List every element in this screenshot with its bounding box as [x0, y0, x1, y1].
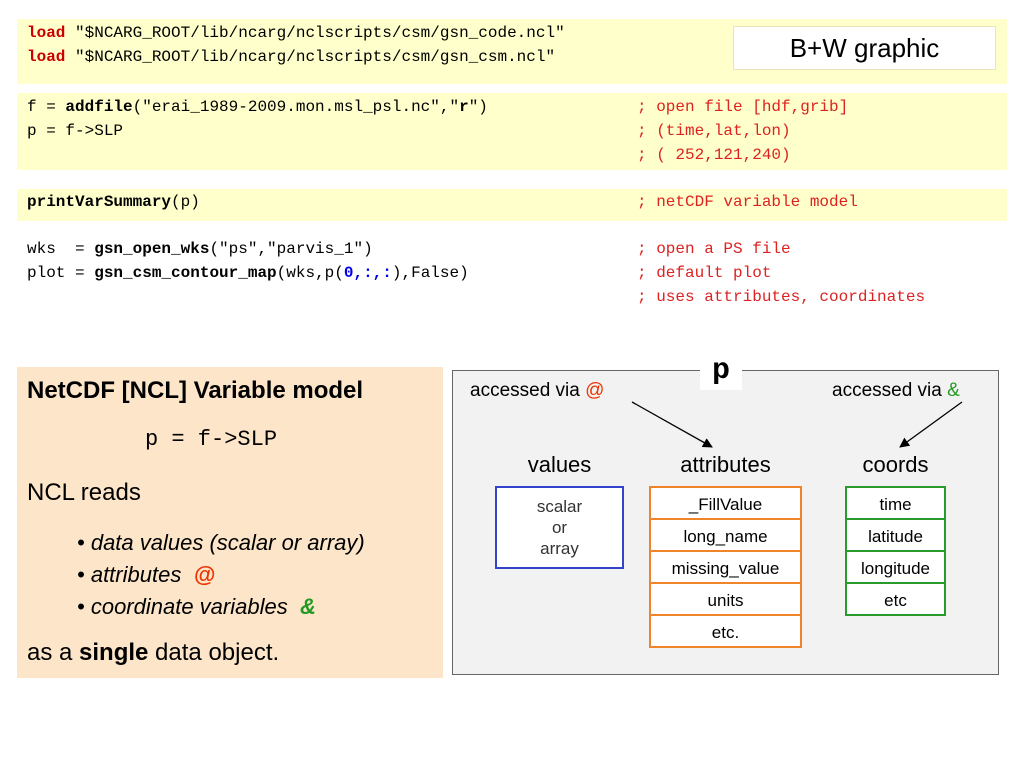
- code-line-addfile: f = addfile("erai_1989-2009.mon.msl_psl.…: [27, 95, 997, 119]
- code-line-plot: plot = gsn_csm_contour_map(wks,p(0,:,:),…: [27, 261, 1007, 285]
- code-comment: ; default plot: [637, 264, 772, 282]
- code-line-slp: p = f->SLP ; (time,lat,lon): [27, 119, 997, 143]
- attribute-cell: units: [649, 582, 802, 616]
- attributes-heading: attributes: [680, 452, 771, 477]
- code-block-summary: printVarSummary(p) ; netCDF variable mode…: [17, 189, 1007, 221]
- code-text: (p): [171, 193, 200, 211]
- values-heading: values: [527, 452, 592, 477]
- closing-text: as a: [27, 639, 80, 666]
- coord-cell: latitude: [845, 518, 946, 552]
- load-path: "$NCARG_ROOT/lib/ncarg/nclscripts/csm/gs…: [65, 48, 556, 66]
- accessed-text: accessed via: [470, 380, 586, 401]
- code-line-summary: printVarSummary(p) ; netCDF variable mode…: [27, 190, 997, 214]
- arrow-at-to-attributes: [631, 401, 713, 448]
- code-text: ("ps","parvis_1"): [209, 240, 373, 258]
- load-path: "$NCARG_ROOT/lib/ncarg/nclscripts/csm/gs…: [65, 24, 565, 42]
- load-keyword: load: [27, 24, 66, 42]
- arrow-amp-to-coords: [899, 401, 963, 448]
- code-line-note: ; uses attributes, coordinates: [27, 285, 1007, 309]
- code-comment: ; netCDF variable model: [637, 193, 858, 211]
- amp-symbol: &: [299, 594, 316, 619]
- attribute-cell: etc.: [649, 614, 802, 648]
- code-comment: ; uses attributes, coordinates: [637, 288, 926, 306]
- attribute-cell: _FillValue: [649, 486, 802, 520]
- code-line-load-1: load "$NCARG_ROOT/lib/ncarg/nclscripts/c…: [27, 21, 997, 45]
- code-line-load-2: load "$NCARG_ROOT/lib/ncarg/nclscripts/c…: [27, 45, 997, 69]
- values-text: array: [540, 539, 579, 558]
- attribute-cell: long_name: [649, 518, 802, 552]
- bullet-text: data values (scalar or array): [90, 530, 365, 555]
- bullet-text: attributes: [90, 562, 182, 587]
- values-box: scalar or array: [495, 486, 624, 569]
- accessed-via-amp-label: accessed via &: [832, 380, 960, 402]
- coord-cell: etc: [845, 582, 946, 616]
- code-block-addfile: f = addfile("erai_1989-2009.mon.msl_psl.…: [17, 93, 1007, 170]
- closing-text: data object.: [148, 639, 280, 666]
- function-name: gsn_csm_contour_map: [94, 264, 277, 282]
- code-text: f =: [27, 98, 66, 116]
- amp-symbol: &: [947, 380, 960, 401]
- attribute-cell: missing_value: [649, 550, 802, 584]
- variable-name-label: p: [700, 352, 742, 390]
- accessed-via-at-label: accessed via @: [470, 380, 604, 402]
- code-comment: ; open a PS file: [637, 240, 791, 258]
- values-text: scalar: [536, 497, 583, 516]
- closing-bold: single: [79, 639, 149, 666]
- values-text: or: [551, 518, 568, 537]
- function-name: gsn_open_wks: [94, 240, 210, 258]
- bullet-item: • data values (scalar or array): [77, 530, 365, 555]
- code-line-dims: ; ( 252,121,240): [27, 143, 997, 167]
- function-name: addfile: [65, 98, 133, 116]
- attributes-list: _FillValue long_name missing_value units…: [649, 486, 802, 648]
- code-block-plot: wks = gsn_open_wks("ps","parvis_1") ; ope…: [27, 237, 1007, 309]
- bullet-text: coordinate variables: [90, 594, 288, 619]
- code-text: "): [468, 98, 488, 116]
- coords-heading: coords: [862, 452, 929, 477]
- code-text: plot =: [27, 264, 95, 282]
- panel-bullet-list: • data values (scalar or array) • attrib…: [77, 527, 365, 623]
- code-comment: ; open file [hdf,grib]: [637, 98, 849, 116]
- code-comment: ; ( 252,121,240): [637, 146, 791, 164]
- at-symbol: @: [585, 380, 605, 401]
- code-text: wks =: [27, 240, 95, 258]
- accessed-text: accessed via: [832, 380, 948, 401]
- load-keyword: load: [27, 48, 66, 66]
- code-text: p = f->SLP: [27, 122, 124, 140]
- code-text: (wks,p(: [276, 264, 344, 282]
- panel-expression: p = f->SLP: [145, 427, 278, 452]
- coord-cell: longitude: [845, 550, 946, 584]
- index-subscript: 0,:,:: [343, 264, 392, 282]
- code-text: ("erai_1989-2009.mon.msl_psl.nc",": [132, 98, 460, 116]
- code-text: ),False): [391, 264, 469, 282]
- code-line-wks: wks = gsn_open_wks("ps","parvis_1") ; ope…: [27, 237, 1007, 261]
- variable-model-panel: NetCDF [NCL] Variable model p = f->SLP N…: [17, 367, 443, 678]
- panel-title: NetCDF [NCL] Variable model: [27, 377, 364, 404]
- code-comment: ; (time,lat,lon): [637, 122, 791, 140]
- bullet-item: • attributes @: [77, 562, 216, 587]
- coords-list: time latitude longitude etc: [845, 486, 946, 616]
- at-symbol: @: [193, 562, 216, 587]
- panel-closing: as a single data object.: [27, 639, 279, 667]
- panel-reads: NCL reads: [27, 479, 141, 506]
- bullet-item: • coordinate variables &: [77, 594, 316, 619]
- bw-graphic-badge: B+W graphic: [733, 26, 996, 70]
- function-name: printVarSummary: [27, 193, 172, 211]
- file-mode: r: [459, 98, 469, 116]
- coord-cell: time: [845, 486, 946, 520]
